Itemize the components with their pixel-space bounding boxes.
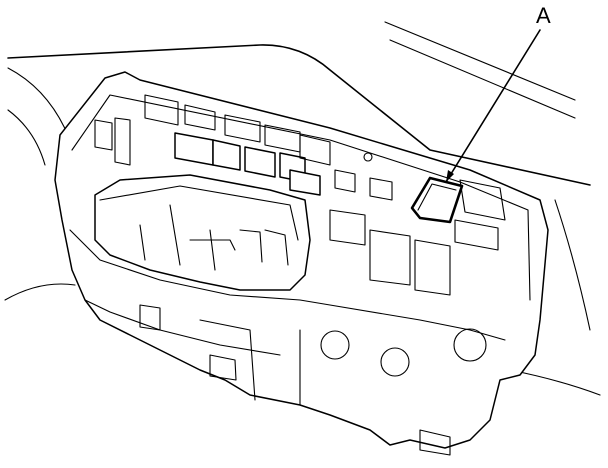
leader-line xyxy=(445,29,541,183)
relay-row xyxy=(144,94,331,196)
arrowhead-icon xyxy=(446,170,454,182)
connector-slots xyxy=(139,304,487,456)
lower-fuse-block xyxy=(94,174,311,291)
callout-a: A xyxy=(445,3,551,183)
engine-bay-outline xyxy=(4,21,601,396)
small-fuses xyxy=(94,117,506,296)
highlighted-relay xyxy=(410,176,464,224)
callout-label: A xyxy=(536,3,551,28)
